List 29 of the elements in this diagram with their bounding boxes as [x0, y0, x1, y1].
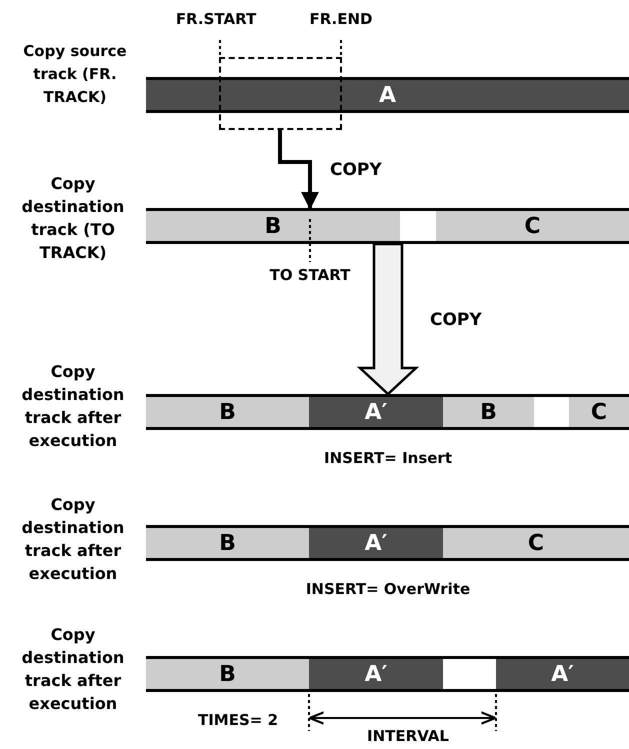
segment-letter: A′: [364, 662, 388, 686]
segment-letter: A′: [551, 662, 574, 686]
segment-letter: A: [378, 82, 396, 108]
track-segment: [569, 397, 629, 427]
segment-letter: B: [264, 214, 282, 238]
segment-letter: B: [219, 530, 236, 556]
track-label: Copy destination track after execution: [20, 361, 126, 452]
segment-letter: B: [219, 400, 236, 424]
block-arrow: [356, 242, 420, 396]
segment-letter: C: [524, 214, 541, 238]
track-label: Copy destination track after execution: [20, 494, 126, 585]
segment-letter: B: [219, 662, 236, 686]
track-bar: [146, 208, 629, 244]
track-label: Copy source track (FR. TRACK): [22, 41, 128, 108]
track-label: Copy destination track (TO TRACK): [20, 173, 126, 264]
copy-arrow: [278, 130, 319, 210]
segment-letter: C: [590, 400, 608, 424]
track-segment: [496, 659, 629, 689]
segment-letter: A′: [364, 400, 388, 424]
track-bar: [146, 525, 629, 561]
segment-letter: A′: [364, 530, 388, 556]
selection-range-box: [219, 57, 342, 130]
track-bar: [146, 656, 629, 692]
segment-letter: B: [480, 400, 497, 424]
track-label: Copy destination track after execution: [20, 624, 126, 715]
track-segment: [436, 211, 629, 241]
track-bar: [146, 394, 629, 430]
segment-letter: C: [528, 530, 544, 556]
track-segment: [146, 211, 400, 241]
